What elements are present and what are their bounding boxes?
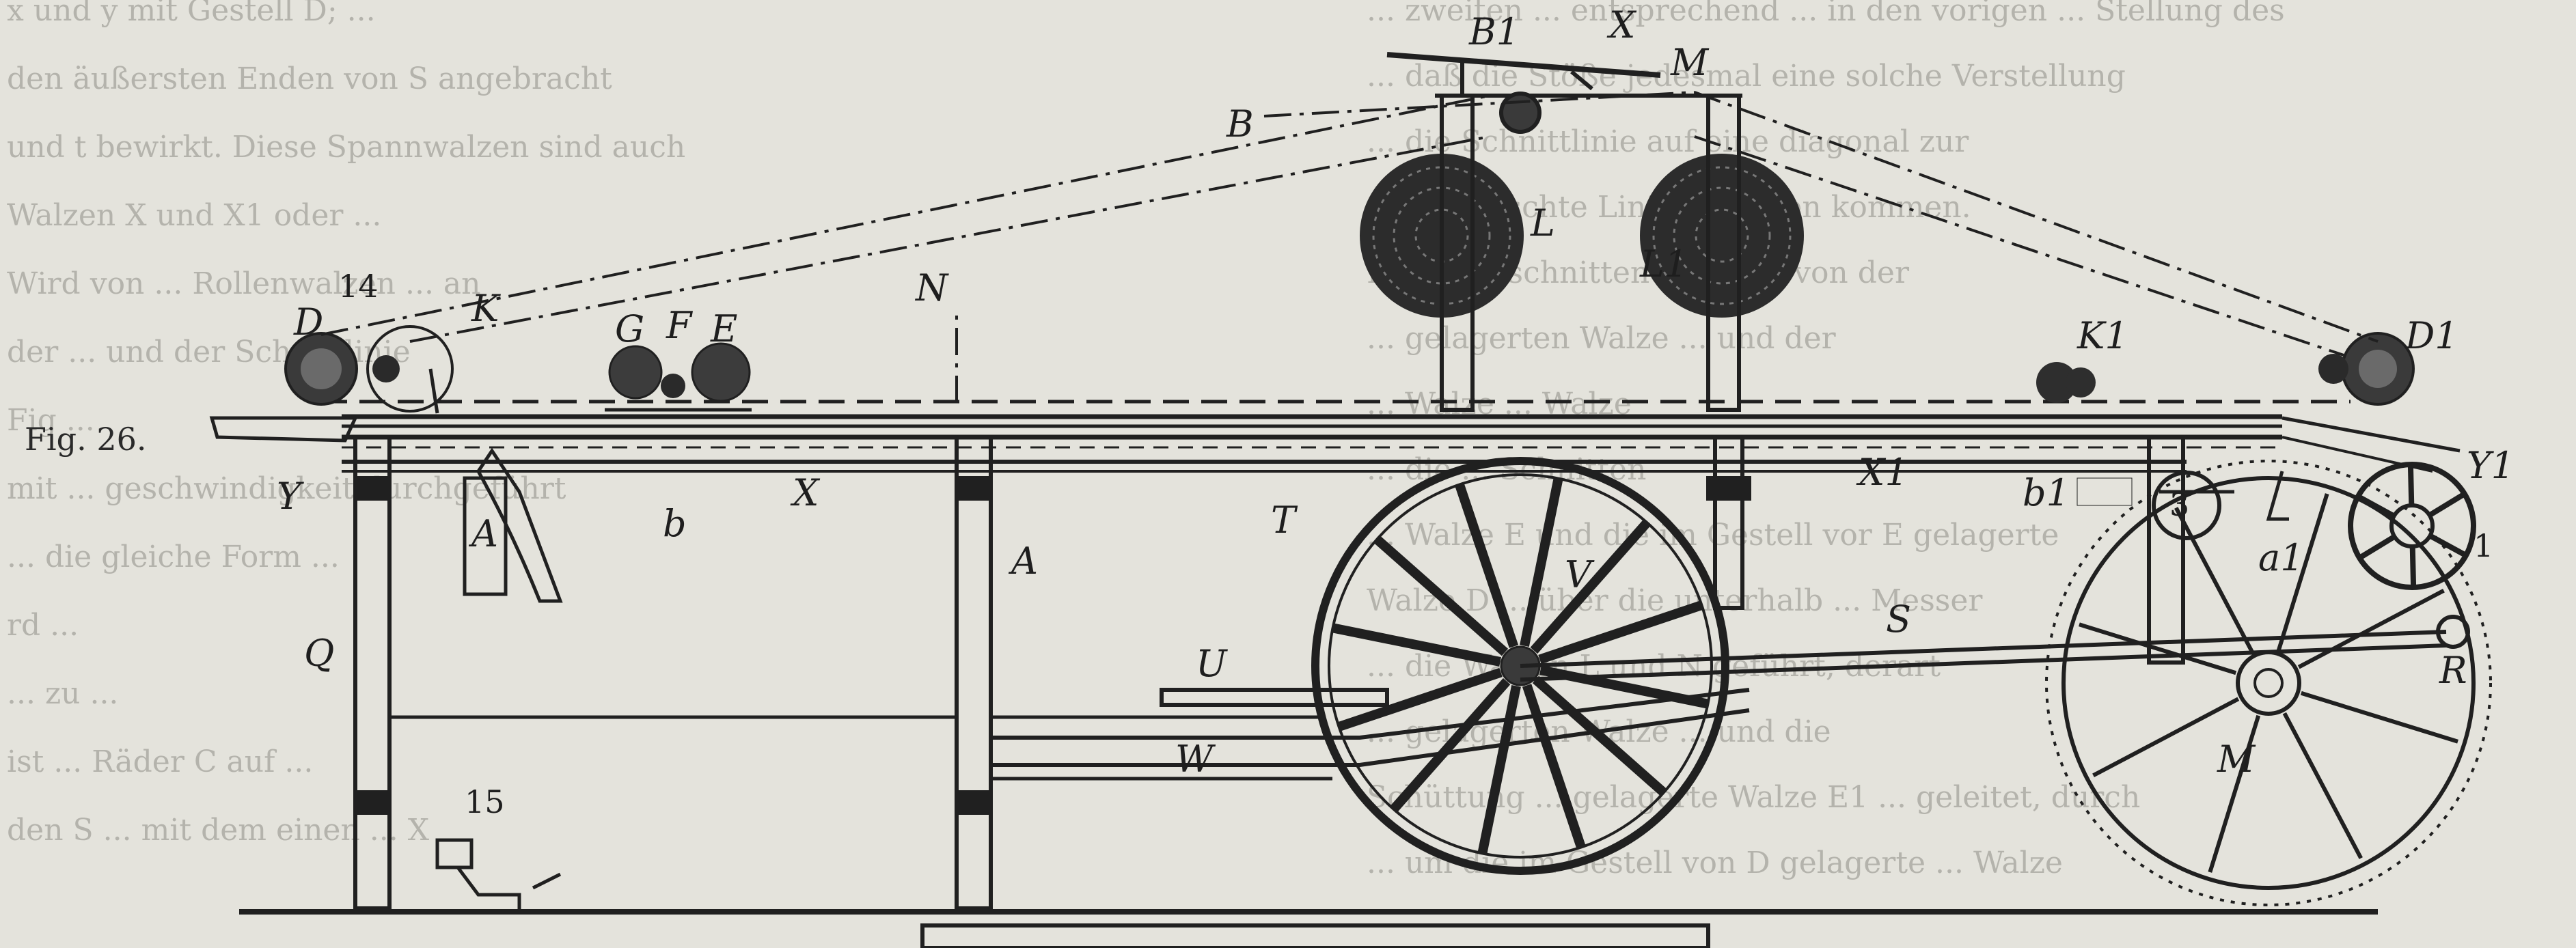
label-d1: D1 bbox=[2404, 314, 2458, 357]
label-b1: B1 bbox=[1468, 10, 1520, 53]
roller-d bbox=[284, 325, 454, 414]
label-y: Y bbox=[277, 475, 304, 518]
label-s: S bbox=[1886, 598, 1911, 641]
label-15: 15 bbox=[465, 783, 505, 820]
label-d: D bbox=[293, 301, 323, 344]
background-text-line: ... zu ... bbox=[7, 676, 118, 711]
label-1: 1 bbox=[2474, 527, 2493, 564]
wheel-spoke bbox=[1390, 678, 1511, 813]
background-text-line: Walzen X und X1 oder ... bbox=[7, 198, 381, 233]
wheel-spoke bbox=[1455, 483, 1519, 648]
gear-3 bbox=[2077, 471, 2470, 649]
label-b: B bbox=[1226, 102, 1254, 145]
wheel-spoke bbox=[2276, 493, 2329, 652]
wheel-spoke bbox=[1530, 519, 1651, 654]
wheel-spoke bbox=[1373, 535, 1509, 656]
label-b1-small: b1 bbox=[2023, 471, 2070, 514]
label-y1: Y1 bbox=[2467, 444, 2515, 487]
small-gear-y1 bbox=[2348, 462, 2476, 590]
background-text-line: ... zweiten ... entsprechend ... in den … bbox=[1367, 0, 2285, 28]
labels: D 14 K N G F E B B1 X M L L1 K1 D1 Y Y1 … bbox=[277, 3, 2515, 820]
background-text-line: Schüttung ... gelagerte Walze E1 ... gel… bbox=[1367, 780, 2140, 815]
label-n: N bbox=[914, 266, 949, 309]
background-text-line: ... die gleiche Form ... bbox=[7, 540, 340, 574]
label-w: W bbox=[1175, 738, 1216, 781]
wheel-spoke bbox=[2428, 492, 2465, 518]
wheel-spoke bbox=[2092, 697, 2240, 777]
background-text-line: ... gelagerten Walze ... und der bbox=[1367, 321, 1837, 356]
table-bed bbox=[209, 400, 2461, 473]
label-e: E bbox=[710, 307, 737, 350]
background-text-line: und t bewirkt. Diese Spannwalzen sind au… bbox=[7, 130, 685, 165]
wheel-spoke bbox=[1532, 675, 1667, 796]
label-x-top: X bbox=[1606, 3, 1637, 46]
wheel-spoke bbox=[1332, 623, 1501, 667]
label-l: L bbox=[1530, 201, 1555, 245]
wheel-spoke bbox=[1477, 685, 1521, 854]
label-x1: X1 bbox=[1856, 451, 1908, 494]
label-a1: a1 bbox=[2258, 536, 2304, 579]
label-14: 14 bbox=[338, 268, 379, 305]
figure-caption: Fig. 26. bbox=[25, 421, 147, 458]
guide-lines bbox=[320, 91, 2379, 403]
label-3: 3 bbox=[2169, 486, 2189, 523]
background-text-line: ist ... Räder C auf ... bbox=[7, 744, 313, 779]
label-x: X bbox=[790, 471, 821, 514]
label-m: M bbox=[2217, 738, 2256, 781]
background-text-line: Fig ... bbox=[7, 403, 95, 438]
wheel-spoke bbox=[2079, 622, 2237, 675]
label-t: T bbox=[1271, 499, 1298, 542]
label-q: Q bbox=[304, 632, 334, 675]
label-k1: K1 bbox=[2077, 314, 2128, 357]
wheel-spoke bbox=[2282, 712, 2363, 859]
wheel-v bbox=[1311, 457, 1729, 875]
wheel-spoke bbox=[1539, 665, 1709, 709]
label-a-knife: A bbox=[468, 512, 498, 555]
gear-wheel-r bbox=[2045, 460, 2492, 906]
label-u: U bbox=[1196, 642, 1228, 685]
background-text-line: den S ... mit dem einen ... X bbox=[7, 813, 430, 848]
background-text-left: x und y mit Gestell D; ... den äußersten … bbox=[7, 0, 685, 848]
connecting-rod-s bbox=[1520, 630, 2447, 682]
background-text-line: x und y mit Gestell D; ... bbox=[7, 0, 376, 28]
rollers-gfe bbox=[605, 342, 752, 412]
label-v: V bbox=[1565, 553, 1595, 596]
wheel-spoke bbox=[1520, 477, 1563, 647]
pedal-15 bbox=[435, 838, 562, 912]
wheel-spoke bbox=[2297, 589, 2445, 669]
label-l1: L1 bbox=[1639, 242, 1688, 285]
wheel-spoke bbox=[2208, 714, 2261, 873]
roller-d1 bbox=[2036, 332, 2415, 406]
label-f: F bbox=[666, 304, 694, 347]
knife-a bbox=[463, 447, 563, 603]
cloth-roll-l1 bbox=[1640, 154, 1804, 318]
wheel-spoke bbox=[1337, 667, 1503, 731]
label-k: K bbox=[471, 287, 501, 330]
wheel-spoke bbox=[2428, 533, 2467, 557]
background-text-line: rd ... bbox=[7, 608, 79, 643]
wheel-spoke bbox=[1522, 684, 1586, 849]
upright-frame bbox=[1386, 52, 1742, 412]
wheel-spoke bbox=[2357, 494, 2396, 519]
legs bbox=[239, 435, 2378, 948]
label-m-top: M bbox=[1670, 41, 1710, 84]
background-text-line: Wird von ... Rollenwalzen ... an bbox=[7, 266, 481, 301]
wheel-spoke bbox=[2359, 534, 2396, 560]
label-r: R bbox=[2439, 649, 2467, 692]
wheel-spoke bbox=[2174, 507, 2255, 654]
background-text-line: den äußersten Enden von S angebracht bbox=[7, 61, 612, 96]
label-a-lower: A bbox=[1008, 540, 1038, 583]
label-g: G bbox=[615, 307, 644, 350]
label-b-small: b bbox=[663, 502, 687, 545]
wheel-spoke bbox=[1538, 600, 1703, 665]
wheel-spoke bbox=[2300, 691, 2458, 744]
background-text-right: ... zweiten ... entsprechend ... in den … bbox=[1367, 0, 2285, 880]
